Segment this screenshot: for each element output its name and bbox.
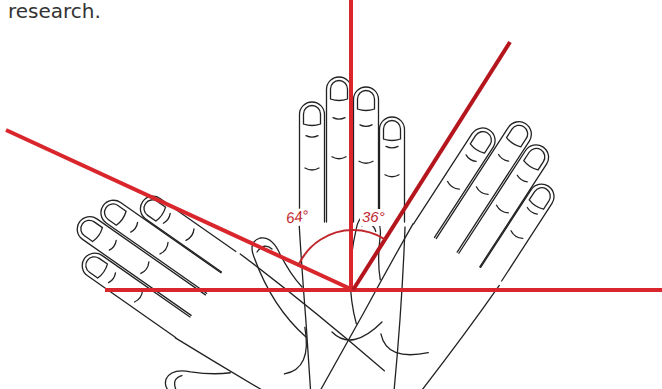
angle-arc	[299, 230, 385, 265]
knuckle-crease	[135, 291, 145, 304]
finger-nail	[304, 106, 321, 126]
knuckle-crease	[109, 240, 117, 251]
knuckle-crease	[109, 273, 117, 284]
hand-drawing	[30, 168, 392, 389]
knuckle-crease	[186, 229, 196, 242]
thumb-outline	[161, 341, 273, 389]
finger-outline	[414, 123, 500, 237]
knuckle-crease	[510, 231, 523, 240]
finger-nail	[101, 201, 127, 226]
knuckle-crease	[305, 168, 319, 170]
knuckle-crease	[495, 205, 508, 214]
knuckle-crease	[386, 146, 398, 148]
hand-drawing	[270, 76, 581, 389]
thumb-nail	[171, 374, 184, 389]
finger-outline	[77, 248, 190, 337]
finger-nail	[78, 217, 104, 242]
finger-outline	[327, 77, 352, 222]
knuckle-crease	[465, 155, 476, 163]
finger-outline	[300, 102, 325, 222]
palm-edge	[392, 227, 405, 389]
finger-outline	[481, 179, 559, 281]
right-angle-line	[353, 42, 510, 290]
finger-outline	[96, 195, 221, 293]
finger-nail	[358, 91, 375, 111]
palm-edge	[310, 224, 424, 389]
finger-outline	[459, 140, 553, 267]
finger-outline	[72, 212, 205, 316]
palm-crease	[377, 325, 429, 367]
finger-nail	[82, 253, 108, 278]
knuckle-crease	[333, 118, 345, 120]
knuckle-crease	[360, 125, 372, 127]
knuckle-crease	[475, 187, 488, 196]
knuckle-crease	[385, 175, 399, 177]
knuckle-crease	[160, 242, 170, 255]
thumb-outline	[311, 211, 410, 324]
finger-nail	[469, 128, 494, 154]
finger-outline	[380, 117, 405, 222]
finger-outline	[354, 87, 379, 222]
palm-edge	[388, 278, 500, 389]
knuckle-crease	[141, 262, 151, 275]
knuckle-crease	[163, 213, 171, 224]
finger-nail	[528, 184, 553, 210]
vertical-axis	[349, 0, 353, 290]
palm-edge	[175, 327, 338, 389]
knuckle-crease	[131, 222, 139, 233]
finger-outline	[136, 191, 236, 272]
knuckle-crease	[516, 175, 527, 183]
knuckle-crease	[306, 136, 318, 138]
finger-nail	[331, 81, 348, 101]
thumb-outline	[252, 238, 306, 337]
knuckle-crease	[332, 157, 346, 159]
finger-nail	[506, 122, 531, 148]
finger-nail	[523, 145, 548, 171]
knuckle-crease	[498, 155, 509, 163]
angle-label: 64°	[283, 207, 312, 227]
knuckle-crease	[359, 161, 373, 163]
hand-drawing	[252, 77, 405, 389]
knuckle-crease	[446, 182, 459, 191]
finger-nail	[384, 121, 401, 141]
knuckle-crease	[526, 208, 537, 216]
page-text-fragment: research.	[8, 0, 101, 22]
palm-crease	[276, 327, 319, 378]
horizontal-axis	[105, 288, 662, 292]
angle-label: 36°	[360, 209, 387, 226]
left-angle-line	[6, 130, 353, 290]
